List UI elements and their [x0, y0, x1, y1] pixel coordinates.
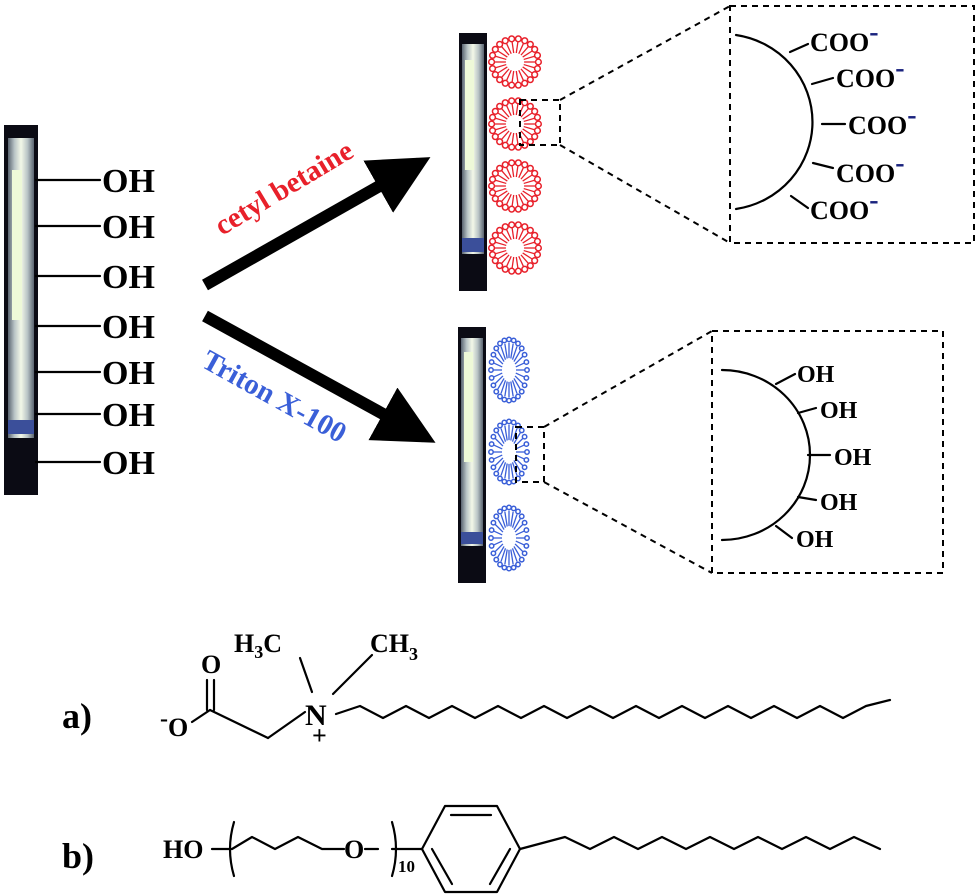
micelle	[488, 418, 530, 486]
carboxylate-labels: COO- COO- COO- COO- COO-	[810, 17, 917, 225]
coo-group: COO	[836, 64, 895, 93]
methyl-ch: CH	[370, 629, 409, 658]
micelle-arc-upper	[734, 33, 814, 211]
surface-bonds	[34, 178, 102, 464]
coo-group: COO	[810, 28, 869, 57]
surface-oh-labels: OH OH OH OH OH OH OH	[102, 163, 155, 482]
triton-micelles	[488, 336, 530, 572]
micelle-arc-lower	[720, 368, 812, 542]
structure-b: b) HO O 10	[62, 804, 882, 894]
benzene-ring	[420, 804, 522, 894]
svg-text:-O: -O	[160, 706, 188, 742]
surface-oh-label: OH	[102, 397, 155, 434]
surface-oh-label: OH	[102, 445, 155, 482]
zoom-box-upper	[729, 5, 975, 244]
zoom-box-lower	[711, 330, 944, 574]
substrate-plate	[4, 125, 38, 495]
surface-oh-label: OH	[102, 355, 155, 392]
micelle	[488, 504, 530, 572]
zoom-line	[559, 5, 731, 101]
zoom-line	[543, 481, 713, 574]
surface-oh-label: OH	[102, 209, 155, 246]
zoom-box-small-lower	[515, 426, 545, 483]
anion-sign: -	[160, 706, 168, 732]
methyl-sub: 3	[409, 644, 418, 664]
nitrogen: N	[305, 699, 327, 732]
positive-charge: +	[312, 721, 327, 750]
carboxylate-bonds	[788, 42, 847, 210]
micelle	[487, 97, 543, 151]
label-a: a)	[62, 696, 92, 736]
micelle	[487, 159, 543, 213]
betaine-micelles	[487, 35, 543, 275]
arrow-upper	[202, 157, 431, 291]
svg-text:COO-: COO-	[810, 185, 879, 225]
negative-charge: -	[869, 185, 878, 216]
negative-charge: -	[869, 17, 878, 48]
surface-oh-label: OH	[102, 163, 155, 200]
svg-text:CH3: CH3	[370, 629, 418, 664]
zoom-oh-label: OH	[796, 527, 834, 553]
hydroxyl-group: HO	[163, 835, 203, 864]
svg-text:H3C: H3C	[234, 629, 282, 662]
carbonyl-oxygen: O	[201, 650, 221, 679]
plate-upper	[459, 33, 487, 291]
micelle	[488, 336, 530, 404]
label-b: b)	[62, 836, 94, 876]
coo-group: COO	[848, 111, 907, 140]
arrow-lower	[202, 310, 436, 443]
surface-oh-label: OH	[102, 309, 155, 346]
negative-charge: -	[895, 53, 904, 84]
hydroxyl-bonds	[774, 372, 832, 540]
zoom-line	[543, 330, 713, 428]
svg-text:COO-: COO-	[836, 148, 905, 188]
structure-a: a) O -O N + H3C CH3	[62, 629, 892, 750]
svg-text:COO-: COO-	[810, 17, 879, 57]
micelle	[487, 35, 543, 89]
zoom-oh-label: OH	[820, 490, 858, 516]
anion-oxygen: O	[168, 713, 188, 742]
methyl-sub: 3	[254, 642, 263, 662]
zoom-oh-label: OH	[820, 398, 858, 424]
zoom-box-small-upper	[519, 99, 561, 146]
negative-charge: -	[907, 100, 916, 131]
zoom-oh-label: OH	[797, 362, 835, 388]
surface-oh-label: OH	[102, 259, 155, 296]
repeat-count: 10	[398, 857, 415, 876]
svg-text:COO-: COO-	[836, 53, 905, 93]
negative-charge: -	[895, 148, 904, 179]
svg-text:COO-: COO-	[848, 100, 917, 140]
label-cetyl-betaine: cetyl betaine	[209, 134, 359, 242]
methyl-h: H	[234, 629, 254, 658]
micelle	[487, 221, 543, 275]
alkyl-chain-b	[518, 835, 882, 851]
methyl-c: C	[263, 629, 282, 658]
coo-group: COO	[810, 196, 869, 225]
hydroxyl-labels: OH OH OH OH OH	[796, 362, 872, 553]
plate-lower	[458, 327, 486, 583]
zoom-line	[559, 144, 731, 244]
zoom-oh-label: OH	[834, 445, 872, 471]
coo-group: COO	[836, 159, 895, 188]
alkyl-chain-a	[334, 698, 892, 720]
ether-oxygen: O	[344, 835, 364, 864]
